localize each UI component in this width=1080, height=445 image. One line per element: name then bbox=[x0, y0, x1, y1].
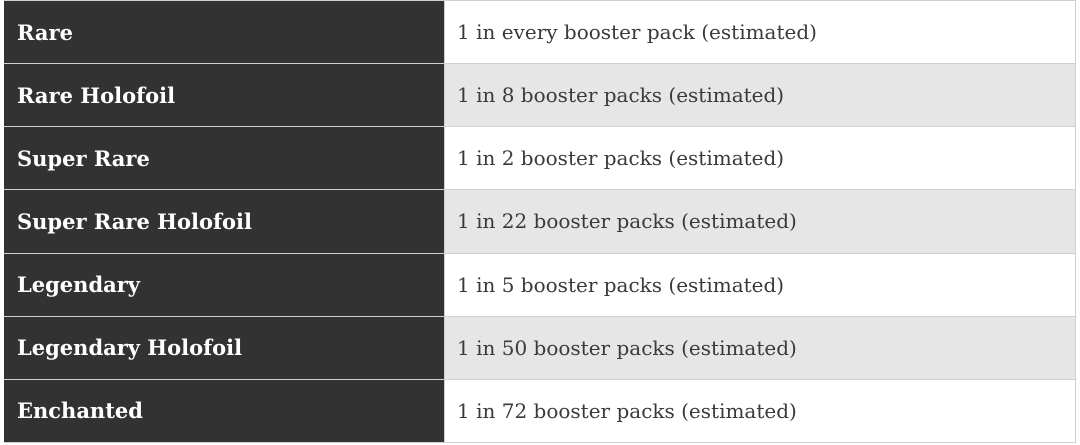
odds-cell: 1 in 72 booster packs (estimated) bbox=[445, 379, 1075, 442]
table-row: Rare 1 in every booster pack (estimated) bbox=[4, 1, 1075, 65]
table-row: Rare Holofoil 1 in 8 booster packs (esti… bbox=[4, 64, 1075, 128]
rarity-cell: Super Rare Holofoil bbox=[4, 190, 445, 253]
table-row: Legendary 1 in 5 booster packs (estimate… bbox=[4, 253, 1075, 317]
rarity-cell: Legendary Holofoil bbox=[4, 316, 445, 379]
odds-cell: 1 in 5 booster packs (estimated) bbox=[445, 253, 1075, 316]
table-row: Super Rare 1 in 2 booster packs (estimat… bbox=[4, 127, 1075, 191]
rarity-cell: Super Rare bbox=[4, 127, 445, 190]
odds-cell: 1 in 50 booster packs (estimated) bbox=[445, 316, 1075, 379]
odds-cell: 1 in 22 booster packs (estimated) bbox=[445, 190, 1075, 253]
rarity-cell: Rare bbox=[4, 1, 445, 64]
odds-cell: 1 in 2 booster packs (estimated) bbox=[445, 127, 1075, 190]
odds-cell: 1 in 8 booster packs (estimated) bbox=[445, 64, 1075, 127]
rarity-cell: Enchanted bbox=[4, 379, 445, 442]
rarity-odds-table: Rare 1 in every booster pack (estimated)… bbox=[4, 0, 1076, 443]
odds-cell: 1 in every booster pack (estimated) bbox=[445, 1, 1075, 64]
rarity-cell: Legendary bbox=[4, 253, 445, 316]
table-row: Super Rare Holofoil 1 in 22 booster pack… bbox=[4, 190, 1075, 254]
table-row: Legendary Holofoil 1 in 50 booster packs… bbox=[4, 316, 1075, 380]
table-row: Enchanted 1 in 72 booster packs (estimat… bbox=[4, 379, 1075, 442]
rarity-cell: Rare Holofoil bbox=[4, 64, 445, 127]
